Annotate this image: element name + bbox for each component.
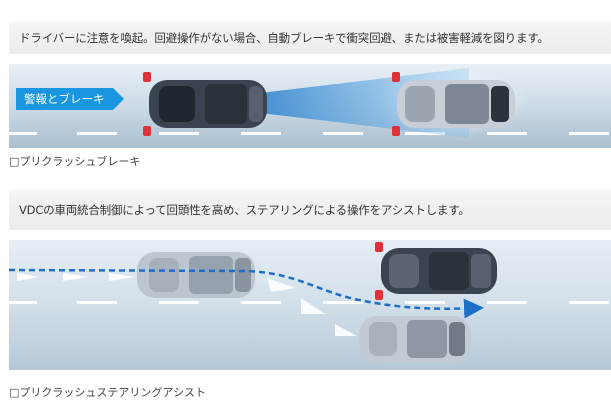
steering-scene (9, 240, 611, 370)
section2-description: VDCの車両統合制御によって回頭性を高め、ステアリングによる操作をアシストします… (19, 203, 470, 217)
badge-label: 警報とブレーキ (16, 88, 113, 110)
front-car (392, 72, 515, 136)
avoiding-car (359, 316, 471, 362)
section2-caption: □プリクラッシュステアリングアシスト (9, 386, 206, 399)
arrow-right-icon (112, 88, 124, 110)
ghost-car (137, 252, 255, 298)
own-car (143, 72, 267, 136)
section1-description: ドライバーに注意を喚起。回避操作がない場合、自動ブレーキで衝突回避、または被害軽… (19, 31, 549, 45)
section1-description-box: ドライバーに注意を喚起。回避操作がない場合、自動ブレーキで衝突回避、または被害軽… (9, 22, 611, 54)
steering-assist-illustration (9, 240, 611, 370)
brake-light-icon (143, 126, 151, 136)
prebrake-illustration (9, 64, 611, 148)
brake-light-icon (375, 242, 383, 252)
avoidance-path (9, 268, 484, 319)
lane-markings (9, 301, 609, 304)
brake-light-icon (392, 72, 400, 82)
section1-caption: □プリクラッシュブレーキ (9, 155, 141, 168)
motion-arrows (17, 273, 357, 336)
prebrake-scene (9, 64, 611, 148)
warning-brake-badge: 警報とブレーキ (16, 88, 124, 110)
brake-light-icon (143, 72, 151, 82)
section2-description-box: VDCの車両統合制御によって回頭性を高め、ステアリングによる操作をアシストします… (9, 190, 611, 230)
front-car (375, 242, 497, 300)
brake-light-icon (375, 290, 383, 300)
brake-light-icon (392, 126, 400, 136)
